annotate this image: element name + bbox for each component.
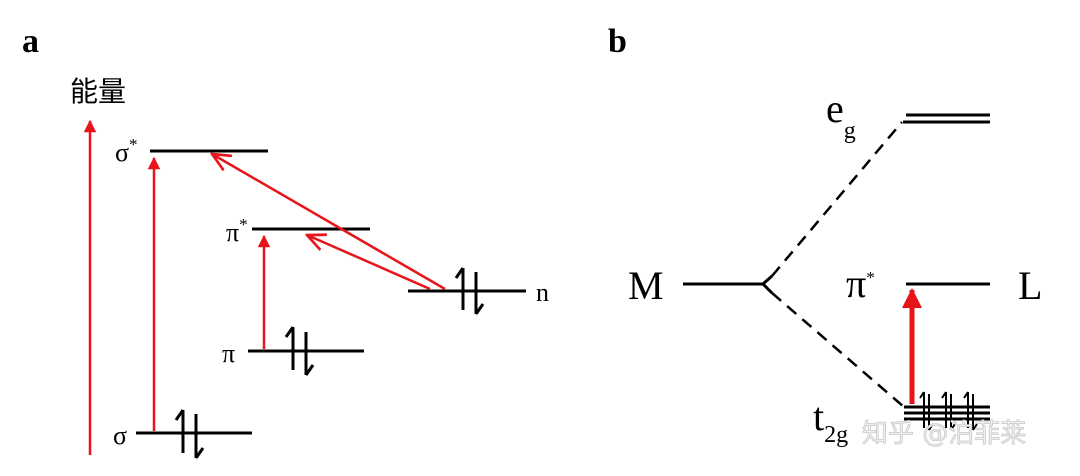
n-to-sigma-star-arrow [212,154,446,291]
ligand-pi-star-label: π* [846,261,875,306]
pi-label: π [222,339,235,368]
metal-label: M [628,263,664,308]
watermark-text: 知乎 @泊菲莱 [862,419,1026,449]
sigma-star-label: σ* [115,135,138,167]
t2g-correlation-line [771,292,905,408]
ligand-label: L [1018,263,1042,308]
eg-label: eg [826,86,856,144]
panel-b-label: b [608,23,627,60]
t2g-electrons [919,391,978,431]
panel-a-label: a [22,23,39,60]
t2g-label: t2g [813,394,848,448]
energy-axis-label: 能量 [70,75,126,108]
pi-electron-pair [284,326,315,376]
panel-b: b eg M π* L t2g [608,23,1042,448]
metal-split-node [761,274,774,295]
eg-correlation-line [771,121,903,277]
sigma-electron-pair [174,409,205,459]
panel-a: a 能量 σ* π* n π σ [22,23,549,459]
n-electron-pair [454,267,485,315]
n-label: n [536,278,549,307]
pi-star-label: π* [226,215,248,247]
sigma-label: σ [113,421,127,450]
n-to-pi-star-arrow [307,235,431,291]
